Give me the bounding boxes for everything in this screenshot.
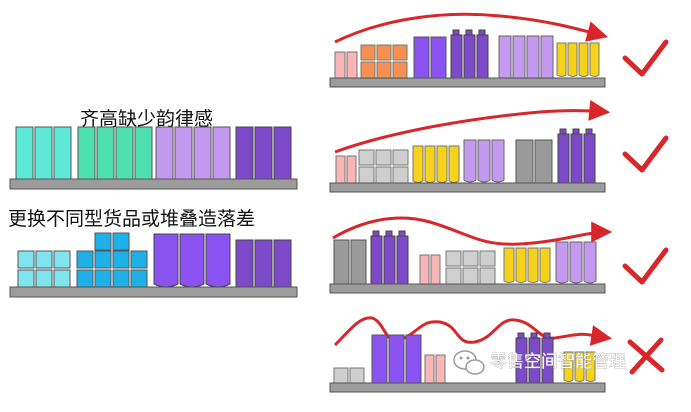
example-shelf-4	[329, 316, 613, 393]
rhythm-arrow	[333, 316, 613, 347]
products-yellow	[412, 145, 460, 183]
shelf-board	[9, 178, 298, 190]
products-violet-tall	[371, 334, 422, 384]
products-green	[77, 126, 153, 180]
products-pink	[424, 354, 446, 384]
check-icon	[622, 247, 669, 285]
products-light-blue-stacked	[17, 250, 71, 288]
products-lavender	[555, 241, 597, 284]
rhythm-arrow	[334, 12, 609, 44]
shelf-board	[329, 182, 606, 193]
products-orange-stacked	[360, 44, 408, 79]
products-yellow	[563, 351, 596, 382]
shelf-board	[9, 286, 298, 298]
products-lavender	[463, 139, 505, 183]
watermark-text: 零售空间智能管理	[490, 352, 626, 372]
shelf-board	[329, 283, 606, 294]
shelf-varied-height	[9, 232, 298, 298]
products-lavender	[155, 126, 231, 180]
products-grey	[515, 139, 553, 184]
check-icon	[622, 135, 669, 173]
rhythm-arrow	[334, 99, 611, 154]
products-grey	[333, 239, 367, 285]
products-pink	[335, 155, 357, 185]
products-purple-bottles	[370, 230, 409, 285]
products-violet-tubes	[153, 233, 231, 288]
products-purple	[235, 126, 292, 180]
products-pink	[334, 51, 358, 79]
products-yellow	[503, 247, 551, 283]
products-grey-stacked	[358, 149, 409, 184]
example-shelf-2	[329, 99, 611, 193]
products-light-grey-stacked	[445, 250, 496, 285]
products-blue-stacked	[76, 232, 148, 288]
products-violet	[413, 36, 447, 79]
products-cyan	[15, 126, 72, 180]
products-grey-small	[333, 367, 365, 384]
shelf-board	[329, 382, 606, 393]
cross-icon	[627, 337, 665, 375]
products-yellow	[556, 42, 600, 77]
rhythm-arrow	[332, 216, 613, 246]
caption-vary-height: 更换不同型货品或堆叠造落差	[8, 208, 256, 230]
wechat-icon	[453, 350, 485, 375]
example-shelf-3	[329, 216, 613, 294]
products-purple-bottles	[450, 29, 489, 79]
products-pink	[419, 254, 441, 285]
check-icon	[622, 39, 669, 77]
caption-flat-height: 齐高缺少韵律感	[80, 108, 214, 130]
shelf-board	[329, 77, 606, 88]
products-purple-bottles	[557, 128, 596, 184]
watermark: 零售空间智能管理	[453, 350, 626, 375]
products-purple-tall	[235, 239, 292, 288]
products-lavender	[498, 35, 554, 79]
example-shelf-1	[329, 12, 609, 88]
shelf-flat-height	[9, 126, 298, 190]
